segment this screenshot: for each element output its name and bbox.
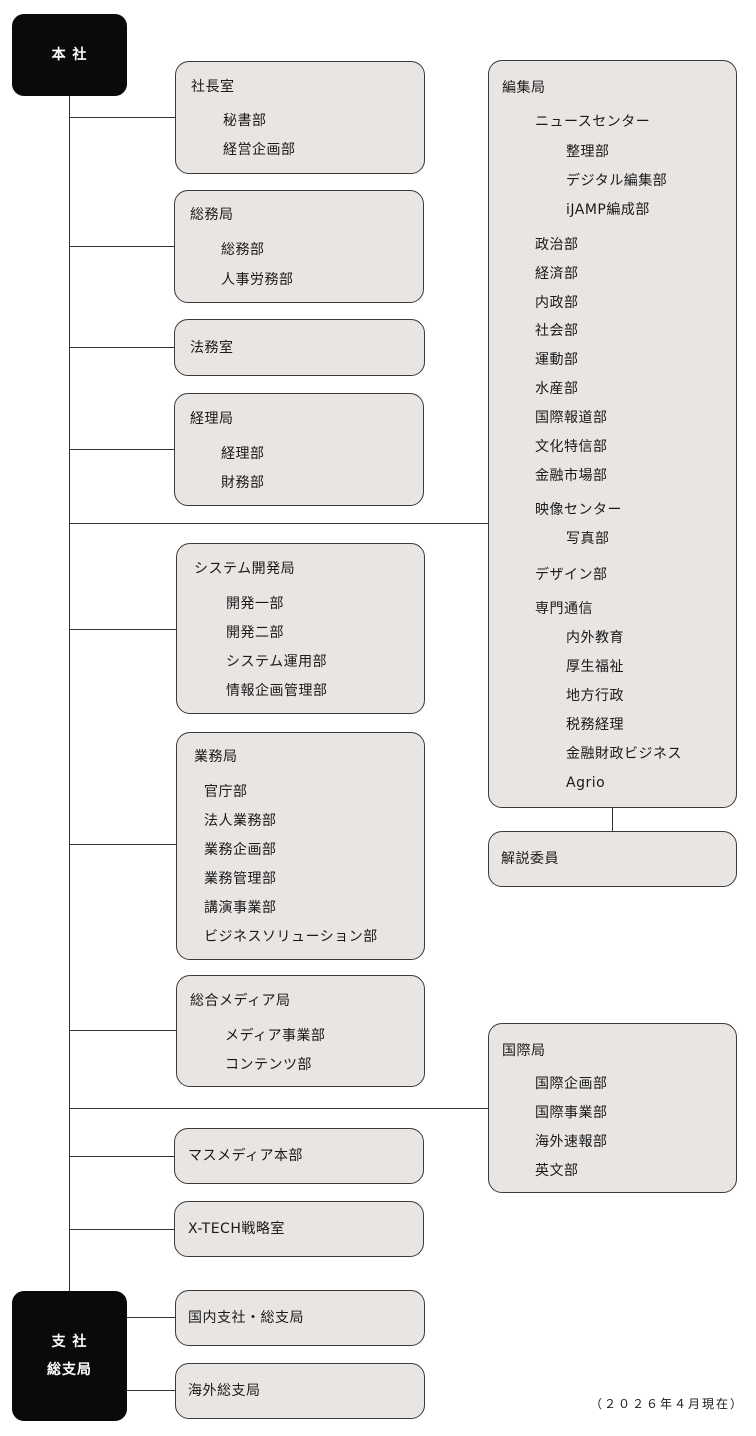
xtech-box: X-TECH戦略室	[174, 1201, 424, 1257]
henshukyoku-dept: 金融市場部	[535, 468, 608, 484]
henshukyoku-title: 編集局	[502, 80, 546, 96]
kokusaikyoku-item: 海外速報部	[535, 1134, 608, 1150]
senmon-item: 金融財政ビジネス	[566, 746, 682, 762]
branch-label-line1: 支 社	[51, 1334, 88, 1350]
kaigai-box: 海外総支局	[175, 1363, 425, 1419]
connector-kokusaikyoku	[69, 1108, 488, 1109]
kokusaikyoku-title: 国際局	[502, 1043, 546, 1059]
systemkyoku-item: 開発一部	[226, 596, 284, 612]
shachoshitsu-item: 秘書部	[223, 113, 267, 129]
connector-xtech	[69, 1229, 174, 1230]
shachoshitsu-box: 社長室 秘書部 経営企画部	[175, 61, 425, 174]
keirikyoku-box: 経理局 経理部 財務部	[174, 393, 424, 506]
gyomukyoku-item: ビジネスソリューション部	[204, 929, 378, 945]
mediakyoku-title: 総合メディア局	[190, 993, 291, 1009]
kaisetsu-title: 解説委員	[501, 851, 559, 867]
senmon-item: 税務経理	[566, 717, 624, 733]
connector-keirikyoku	[69, 449, 174, 450]
henshukyoku-dept: 運動部	[535, 352, 579, 368]
kaigai-title: 海外総支局	[188, 1383, 261, 1399]
henshukyoku-dept: 国際報道部	[535, 410, 608, 426]
keirikyoku-item: 経理部	[221, 446, 265, 462]
connector-homushitsu	[69, 347, 174, 348]
shachoshitsu-title: 社長室	[191, 79, 235, 95]
connector-systemkyoku	[69, 629, 176, 630]
senmon-item: 厚生福祉	[566, 659, 624, 675]
hq-trunk-line	[69, 96, 70, 1292]
henshukyoku-dept: 内政部	[535, 295, 579, 311]
homushitsu-title: 法務室	[190, 340, 234, 356]
connector-kaisetsu	[612, 807, 613, 831]
connector-henshukyoku	[69, 523, 488, 524]
connector-gyomukyoku	[69, 844, 176, 845]
branch-label-line2: 総支局	[47, 1362, 92, 1378]
branch-node: 支 社 総支局	[12, 1291, 127, 1421]
as-of-date-note: （２０２６年４月現在）	[590, 1397, 745, 1411]
somukyoku-item: 人事労務部	[221, 272, 294, 288]
kokunai-title: 国内支社・総支局	[188, 1310, 304, 1326]
senmon-label: 専門通信	[535, 601, 593, 617]
gyomukyoku-item: 業務管理部	[204, 871, 277, 887]
senmon-item: Agrio	[566, 775, 606, 791]
henshukyoku-dept: 政治部	[535, 237, 579, 253]
gyomukyoku-item: 講演事業部	[204, 900, 277, 916]
somukyoku-box: 総務局 総務部 人事労務部	[174, 190, 424, 303]
news-center-item: 整理部	[566, 144, 610, 160]
systemkyoku-title: システム開発局	[194, 561, 296, 577]
gyomukyoku-item: 業務企画部	[204, 842, 277, 858]
systemkyoku-item: システム運用部	[226, 654, 328, 670]
henshukyoku-dept: 経済部	[535, 266, 579, 282]
henshukyoku-dept: 水産部	[535, 381, 579, 397]
eizo-center-item: 写真部	[566, 531, 610, 547]
hq-node: 本 社	[12, 14, 127, 96]
kokusaikyoku-item: 英文部	[535, 1163, 579, 1179]
news-center-item: デジタル編集部	[566, 173, 668, 189]
homushitsu-box: 法務室	[174, 319, 425, 376]
kokusaikyoku-item: 国際企画部	[535, 1076, 608, 1092]
systemkyoku-item: 開発二部	[226, 625, 284, 641]
kaisetsu-box: 解説委員	[488, 831, 737, 887]
mediakyoku-box: 総合メディア局 メディア事業部 コンテンツ部	[176, 975, 425, 1087]
senmon-item: 地方行政	[566, 688, 624, 704]
design-dept-label: デザイン部	[535, 567, 608, 583]
systemkyoku-box: システム開発局 開発一部 開発二部 システム運用部 情報企画管理部	[176, 543, 425, 714]
hq-label: 本 社	[51, 47, 88, 63]
keirikyoku-item: 財務部	[221, 475, 265, 491]
connector-mediakyoku	[69, 1030, 176, 1031]
kokunai-box: 国内支社・総支局	[175, 1290, 425, 1346]
news-center-label: ニュースセンター	[535, 114, 651, 130]
news-center-item: iJAMP編成部	[566, 202, 650, 218]
kokusaikyoku-box: 国際局 国際企画部 国際事業部 海外速報部 英文部	[488, 1023, 737, 1193]
xtech-title: X-TECH戦略室	[188, 1221, 285, 1237]
shachoshitsu-item: 経営企画部	[223, 142, 296, 158]
connector-kaigai	[127, 1390, 175, 1391]
keirikyoku-title: 経理局	[190, 411, 234, 427]
systemkyoku-item: 情報企画管理部	[226, 683, 328, 699]
connector-massmedia	[69, 1156, 174, 1157]
gyomukyoku-box: 業務局 官庁部 法人業務部 業務企画部 業務管理部 講演事業部 ビジネスソリュー…	[176, 732, 425, 960]
gyomukyoku-item: 法人業務部	[204, 813, 277, 829]
henshukyoku-dept: 文化特信部	[535, 439, 608, 455]
gyomukyoku-item: 官庁部	[204, 784, 248, 800]
somukyoku-item: 総務部	[221, 242, 265, 258]
gyomukyoku-title: 業務局	[194, 749, 238, 765]
henshukyoku-dept: 社会部	[535, 323, 579, 339]
connector-kokunai	[127, 1317, 175, 1318]
mediakyoku-item: メディア事業部	[225, 1028, 326, 1044]
massmedia-title: マスメディア本部	[188, 1148, 304, 1164]
somukyoku-title: 総務局	[190, 207, 234, 223]
massmedia-box: マスメディア本部	[174, 1128, 424, 1184]
eizo-center-label: 映像センター	[535, 502, 622, 518]
kokusaikyoku-item: 国際事業部	[535, 1105, 608, 1121]
henshukyoku-box: 編集局 ニュースセンター 整理部 デジタル編集部 iJAMP編成部 政治部 経済…	[488, 60, 737, 808]
connector-shachoshitsu	[69, 117, 175, 118]
senmon-item: 内外教育	[566, 630, 624, 646]
mediakyoku-item: コンテンツ部	[225, 1057, 312, 1073]
connector-somukyoku	[69, 246, 174, 247]
